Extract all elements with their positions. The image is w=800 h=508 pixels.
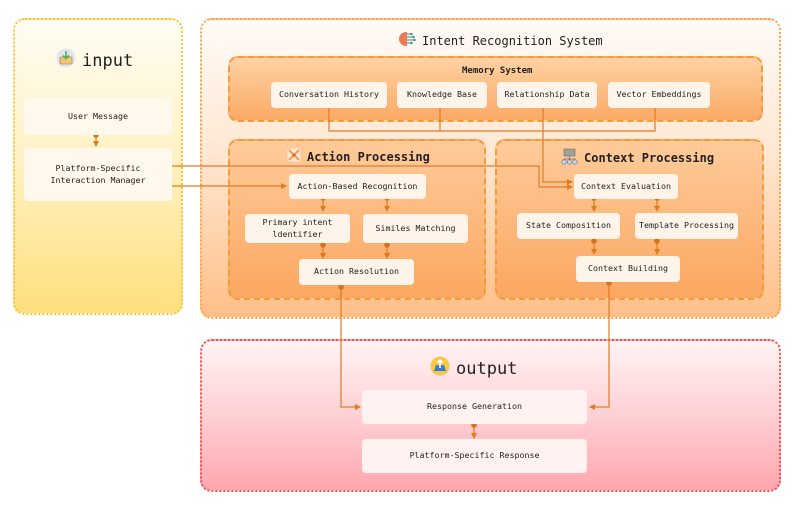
inbox-tray-icon — [56, 48, 76, 73]
crossed-target-icon — [287, 148, 301, 165]
hierarchy-icon — [561, 148, 578, 168]
input-title-label: input — [82, 50, 134, 71]
node-action-based-recognition[interactable]: Action-Based Recognition — [289, 174, 426, 199]
node-user-message[interactable]: User Message — [24, 98, 172, 135]
node-similes-matching[interactable]: Similes Matching — [363, 214, 468, 243]
node-state-composition[interactable]: State Composition — [517, 213, 620, 239]
intent-title-label: Intent Recognition System — [422, 33, 603, 48]
node-platform-specific-response[interactable]: Platform-Specific Response — [362, 439, 587, 473]
node-conversation-history[interactable]: Conversation History — [271, 82, 387, 108]
node-relationship-data[interactable]: Relationship Data — [497, 82, 597, 108]
context-title-label: Context Processing — [584, 151, 715, 165]
brain-icon — [398, 31, 416, 50]
intent-title: Intent Recognition System — [398, 31, 603, 50]
node-context-evaluation[interactable]: Context Evaluation — [574, 174, 678, 199]
output-title: output — [430, 356, 517, 381]
node-template-processing[interactable]: Template Processing — [635, 213, 738, 239]
node-response-generation[interactable]: Response Generation — [362, 390, 587, 424]
action-title: Action Processing — [287, 148, 430, 165]
node-action-resolution[interactable]: Action Resolution — [299, 259, 414, 285]
action-title-label: Action Processing — [307, 149, 430, 164]
outbox-icon — [430, 356, 450, 381]
node-interaction-manager[interactable]: Platform-Specific Interaction Manager — [24, 148, 172, 201]
memory-title: Memory System — [462, 66, 533, 76]
context-title: Context Processing — [561, 148, 714, 168]
input-title: input — [56, 48, 133, 73]
output-title-label: output — [456, 358, 518, 379]
node-context-building[interactable]: Context Building — [576, 256, 680, 282]
node-vector-embeddings[interactable]: Vector Embeddings — [608, 82, 710, 108]
node-knowledge-base[interactable]: Knowledge Base — [397, 82, 487, 108]
node-primary-intent-identifier[interactable]: Primary intent ldentifier — [245, 214, 350, 243]
